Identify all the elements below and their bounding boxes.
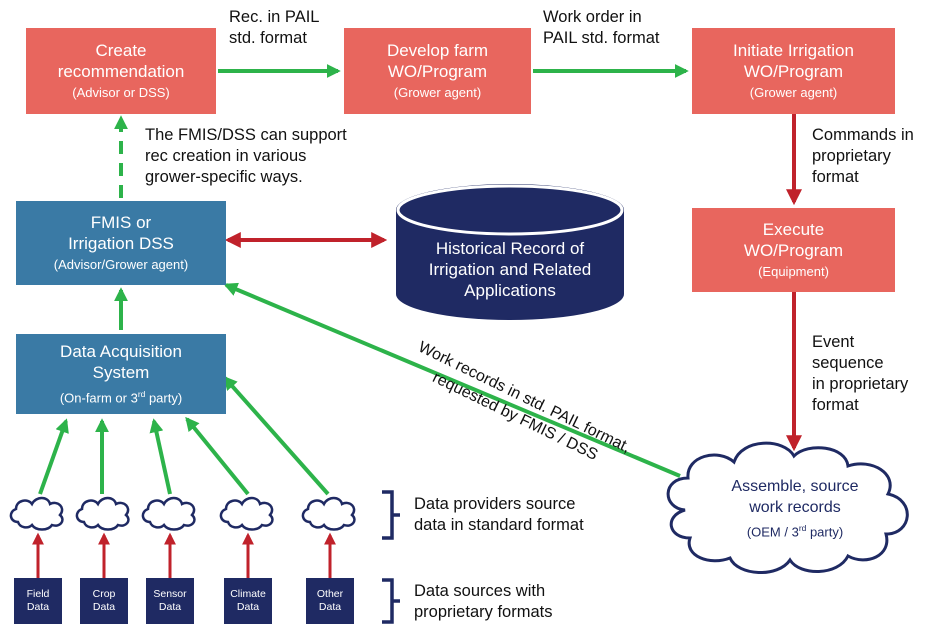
label-event-sequence: Event sequence in proprietary format xyxy=(812,333,909,414)
execute-wo-title: Execute WO/Program xyxy=(743,220,844,260)
provider-cloud-crop xyxy=(75,496,130,531)
data-acquisition-title: Data Acquisition System xyxy=(60,341,182,382)
data-acquisition-sub: (On-farm or 3rd party) xyxy=(59,388,183,406)
source-other-data: Other Data xyxy=(306,578,354,624)
label-sources: Data sources with proprietary formats xyxy=(414,582,553,621)
provider-cloud-sensor xyxy=(141,496,196,531)
source-crop-data: Crop Data xyxy=(80,578,128,624)
provider-cloud-other xyxy=(301,496,356,531)
develop-wo-sub: (Grower agent) xyxy=(393,85,482,100)
initiate-wo-sub: (Grower agent) xyxy=(749,85,838,100)
assemble-sub: (OEM / 3rd party) xyxy=(746,523,844,540)
bracket-providers xyxy=(382,490,400,540)
label-wo-pail: Work order in PAIL std. format xyxy=(543,8,660,47)
fmis-title: FMIS or Irrigation DSS xyxy=(68,213,174,253)
assemble-title: Assemble, source work records xyxy=(731,478,859,516)
historical-record-label: Historical Record of Irrigation and Rela… xyxy=(428,239,592,300)
arrow-sensor-cloud-to-daq xyxy=(149,418,172,495)
source-sensor-data: Sensor Data xyxy=(146,578,194,624)
assemble-label: Assemble, source work records (OEM / 3rd… xyxy=(690,476,900,542)
source-field-data: Field Data xyxy=(14,578,62,624)
arrow-other-cloud-to-daq xyxy=(223,375,330,496)
execute-wo-box: Execute WO/Program (Equipment) xyxy=(692,208,895,292)
bracket-sources xyxy=(382,578,400,624)
initiate-wo-box: Initiate Irrigation WO/Program (Grower a… xyxy=(692,28,895,114)
assemble-cloud xyxy=(666,441,909,574)
develop-wo-box: Develop farm WO/Program (Grower agent) xyxy=(344,28,531,114)
fmis-box: FMIS or Irrigation DSS (Advisor/Grower a… xyxy=(16,201,226,285)
create-recommendation-sub: (Advisor or DSS) xyxy=(72,85,170,100)
label-rec-pail: Rec. in PAIL std. format xyxy=(229,8,320,47)
execute-wo-sub: (Equipment) xyxy=(758,264,829,279)
label-fmis-support: The FMIS/DSS can support rec creation in… xyxy=(145,126,347,186)
arrow-assemble-to-fmis xyxy=(223,282,681,478)
label-commands: Commands in proprietary format xyxy=(812,126,914,186)
arrow-field-cloud-to-daq xyxy=(38,418,69,495)
data-acquisition-box: Data Acquisition System (On-farm or 3rd … xyxy=(16,334,226,414)
arrow-climate-cloud-to-daq xyxy=(185,416,250,496)
source-climate-data: Climate Data xyxy=(224,578,272,624)
label-providers: Data providers source data in standard f… xyxy=(414,495,584,534)
create-recommendation-box: Create recommendation (Advisor or DSS) xyxy=(26,28,216,114)
create-recommendation-title: Create recommendation xyxy=(57,41,185,81)
provider-cloud-climate xyxy=(219,496,274,531)
historical-record-database xyxy=(396,184,624,320)
fmis-sub: (Advisor/Grower agent) xyxy=(53,257,189,272)
provider-cloud-field xyxy=(9,496,64,531)
initiate-wo-title: Initiate Irrigation WO/Program xyxy=(733,41,854,81)
develop-wo-title: Develop farm WO/Program xyxy=(386,41,489,81)
